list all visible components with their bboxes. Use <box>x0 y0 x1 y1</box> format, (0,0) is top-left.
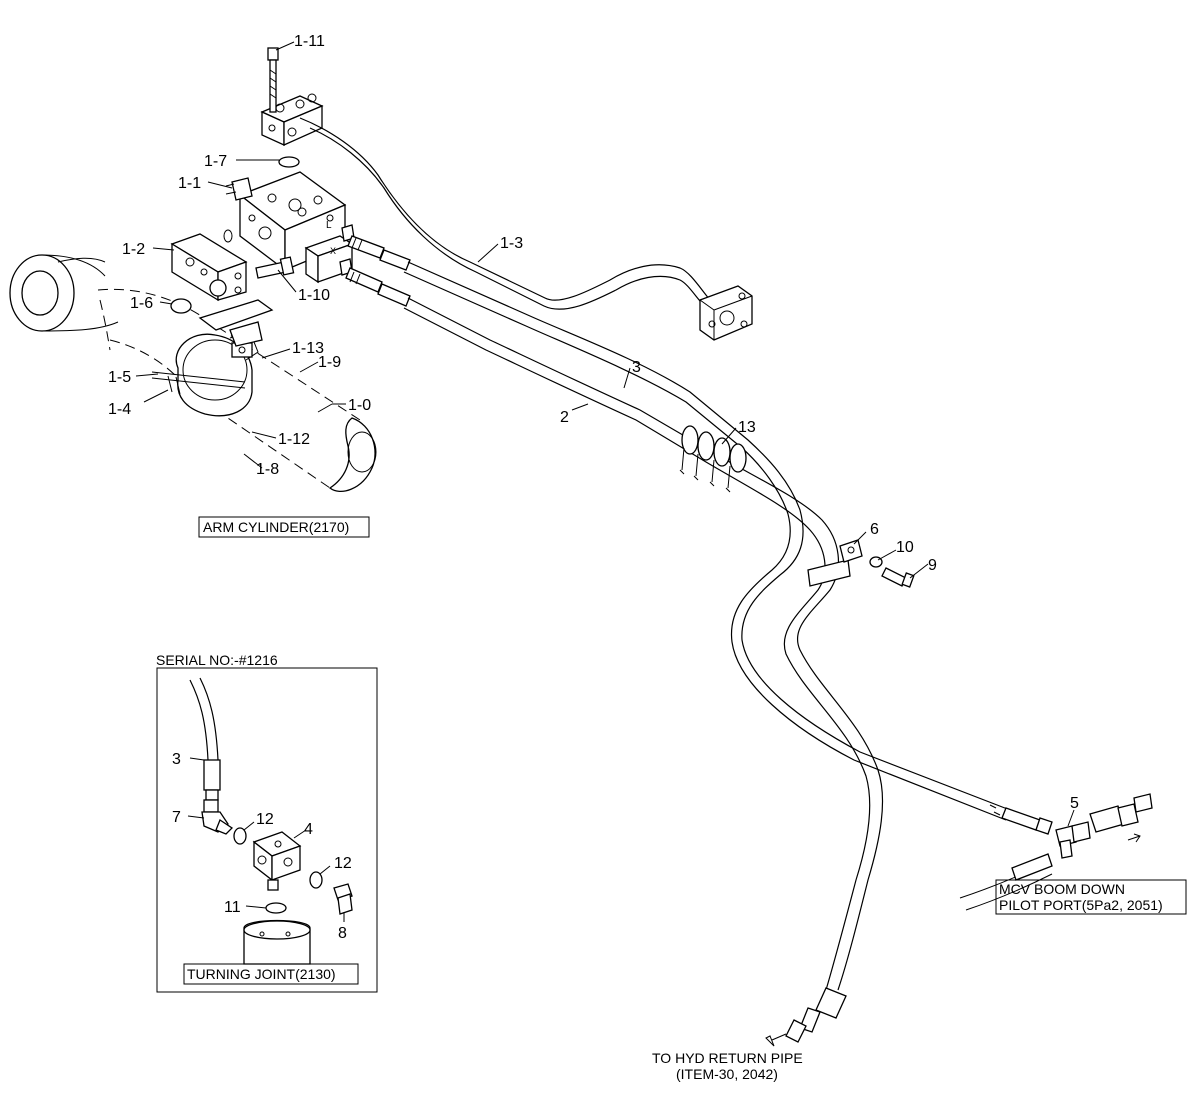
inset-o-ring-11 <box>265 902 287 914</box>
callout-1-13: 1-13 <box>292 340 324 357</box>
callout-2: 2 <box>560 409 569 426</box>
inset-o-ring-12b <box>309 871 323 889</box>
inset-hose-3 <box>189 677 221 801</box>
callout-1-3: 1-3 <box>500 235 523 252</box>
serial-no-label: SERIAL NO:-#1216 <box>156 652 278 668</box>
callout-1-10: 1-10 <box>298 287 330 304</box>
hose-3 <box>347 235 1053 835</box>
bolt-1-10 <box>255 256 295 279</box>
callout-1-12: 1-12 <box>278 431 310 448</box>
clamp-6 <box>807 539 863 587</box>
callout-1-7: 1-7 <box>204 153 227 170</box>
port-mark-l: L <box>326 220 332 231</box>
callout-1-6: 1-6 <box>130 295 153 312</box>
turning-joint-label-box <box>183 963 359 985</box>
clamp-13 <box>679 425 747 493</box>
callout-5: 5 <box>1070 795 1079 812</box>
return-pipe-label-line1: TO HYD RETURN PIPE <box>652 1050 803 1066</box>
inset-callout-8: 8 <box>338 925 347 942</box>
inset-block-4 <box>252 831 302 891</box>
inset-plug-8 <box>333 883 353 915</box>
flange-block <box>170 233 248 302</box>
callout-1-2: 1-2 <box>122 241 145 258</box>
valve-block: L X <box>223 171 355 284</box>
callout-1-11: 1-11 <box>294 33 325 50</box>
inset-o-ring-12a <box>233 827 247 845</box>
arm-cylinder-label-box <box>198 516 370 538</box>
mcv-label-line1: MCV BOOM DOWN <box>999 881 1125 897</box>
o-ring-1-7 <box>278 156 300 168</box>
inset-callout-12a: 12 <box>256 811 274 828</box>
port-mark-x: X <box>330 246 336 256</box>
pipe-1-3 <box>299 117 753 341</box>
leader-lines <box>135 41 1075 922</box>
hose-2 <box>345 267 884 1047</box>
bolt-1-11 <box>267 47 279 113</box>
callout-6: 6 <box>870 521 879 538</box>
callout-1-5: 1-5 <box>108 369 131 386</box>
inset-callout-7: 7 <box>172 809 181 826</box>
inset-elbow-7 <box>201 799 234 835</box>
callout-1-4: 1-4 <box>108 401 131 418</box>
inset-callout-11: 11 <box>224 899 241 916</box>
inset-callout-4: 4 <box>304 821 313 838</box>
callout-1-0: 1-0 <box>348 397 371 414</box>
inset-turning-joint <box>243 919 311 965</box>
mounting-bracket <box>198 299 274 347</box>
callout-1-9: 1-9 <box>318 354 341 371</box>
inset-frame <box>156 667 378 993</box>
callout-10: 10 <box>896 539 914 556</box>
o-ring-1-6 <box>170 298 192 314</box>
mcv-label-box <box>995 879 1187 915</box>
inset-callout-3: 3 <box>172 751 181 768</box>
bolt-9 <box>881 567 915 588</box>
turning-joint-label: TURNING JOINT(2130) <box>187 966 336 982</box>
callout-13: 13 <box>738 419 756 436</box>
callout-9: 9 <box>928 557 937 574</box>
callout-1-1: 1-1 <box>178 175 201 192</box>
arm-cylinder-label: ARM CYLINDER(2170) <box>203 519 349 535</box>
callout-1-8: 1-8 <box>256 461 279 478</box>
callout-3: 3 <box>632 359 641 376</box>
mcv-hose <box>959 853 1053 911</box>
arm-cylinder <box>9 254 377 492</box>
tee-fitting-5 <box>1055 793 1153 859</box>
return-pipe-label-line2: (ITEM-30, 2042) <box>676 1066 778 1082</box>
mcv-label-line2: PILOT PORT(5Pa2, 2051) <box>999 897 1163 913</box>
inset-callout-12b: 12 <box>334 855 352 872</box>
